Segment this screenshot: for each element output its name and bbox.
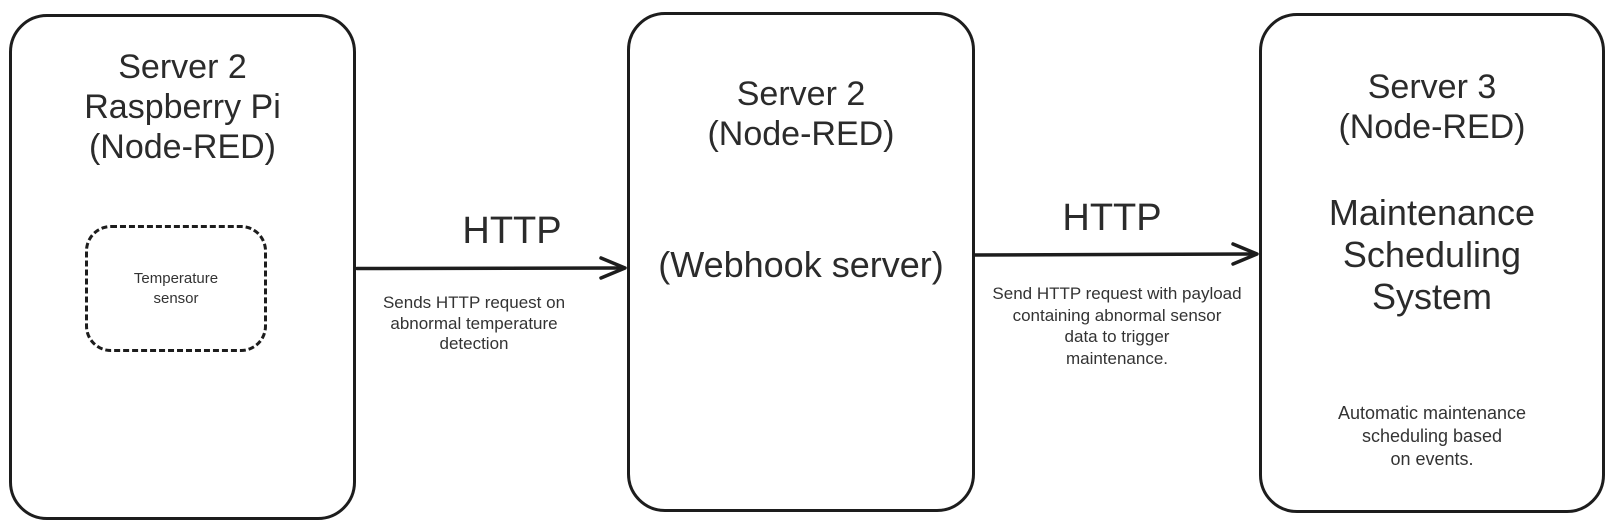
temperature-sensor-label: Temperature sensor	[134, 269, 218, 309]
node-server2-raspberry-pi: Server 2 Raspberry Pi (Node-RED) Tempera…	[9, 14, 356, 520]
arrow-pi-to-webhook	[355, 256, 627, 280]
edge-description-line: Sends HTTP request on	[382, 293, 566, 312]
arrow-webhook-to-scheduler	[972, 242, 1259, 266]
edge-label-http-1: HTTP	[462, 210, 562, 252]
node-note-line: scheduling based	[1361, 426, 1503, 446]
subtitle-line: Maintenance	[1328, 192, 1536, 233]
edge-description-2: Send HTTP request with payload containin…	[972, 283, 1262, 369]
node-title-line: Server 2	[118, 48, 247, 86]
sensor-label-line: Temperature	[133, 269, 219, 287]
node-title-line: (Node-RED)	[1338, 108, 1526, 146]
node-note: Automatic maintenance scheduling based o…	[1262, 402, 1602, 471]
edge-description-line: detection	[439, 334, 509, 353]
node-note-line: Automatic maintenance	[1337, 403, 1527, 423]
node-title-line: Raspberry Pi	[84, 88, 281, 126]
node-title: Server 2 (Node-RED)	[630, 74, 972, 154]
node-note-line: on events.	[1390, 449, 1474, 469]
edge-description-line: containing abnormal sensor	[1012, 305, 1222, 325]
node-server2-webhook: Server 2 (Node-RED) (Webhook server)	[627, 12, 975, 512]
node-title: Server 2 Raspberry Pi (Node-RED)	[12, 47, 353, 167]
temperature-sensor-box: Temperature sensor	[85, 225, 267, 352]
edge-description-line: Send HTTP request with payload	[992, 284, 1242, 303]
maintenance-system-label: Maintenance Scheduling System	[1262, 192, 1602, 318]
edge-label-http-2: HTTP	[1062, 197, 1162, 239]
node-title-line: (Node-RED)	[88, 128, 277, 166]
edge-description-line: maintenance.	[1065, 348, 1169, 368]
node-title-line: (Node-RED)	[707, 115, 895, 153]
node-title-line: Server 2	[736, 75, 866, 113]
webhook-server-label: (Webhook server)	[658, 244, 944, 285]
subtitle-line: Scheduling	[1342, 234, 1522, 275]
node-title: Server 3 (Node-RED)	[1262, 67, 1602, 147]
sensor-label-line: sensor	[153, 289, 199, 307]
edge-description-line: data to trigger	[1064, 327, 1170, 346]
edge-description-1: Sends HTTP request on abnormal temperatu…	[344, 293, 604, 355]
subtitle-line: System	[1371, 276, 1493, 317]
node-title-line: Server 3	[1367, 68, 1497, 106]
edge-description-line: abnormal temperature	[390, 313, 558, 333]
node-server3-maintenance: Server 3 (Node-RED) Maintenance Scheduli…	[1259, 13, 1605, 513]
